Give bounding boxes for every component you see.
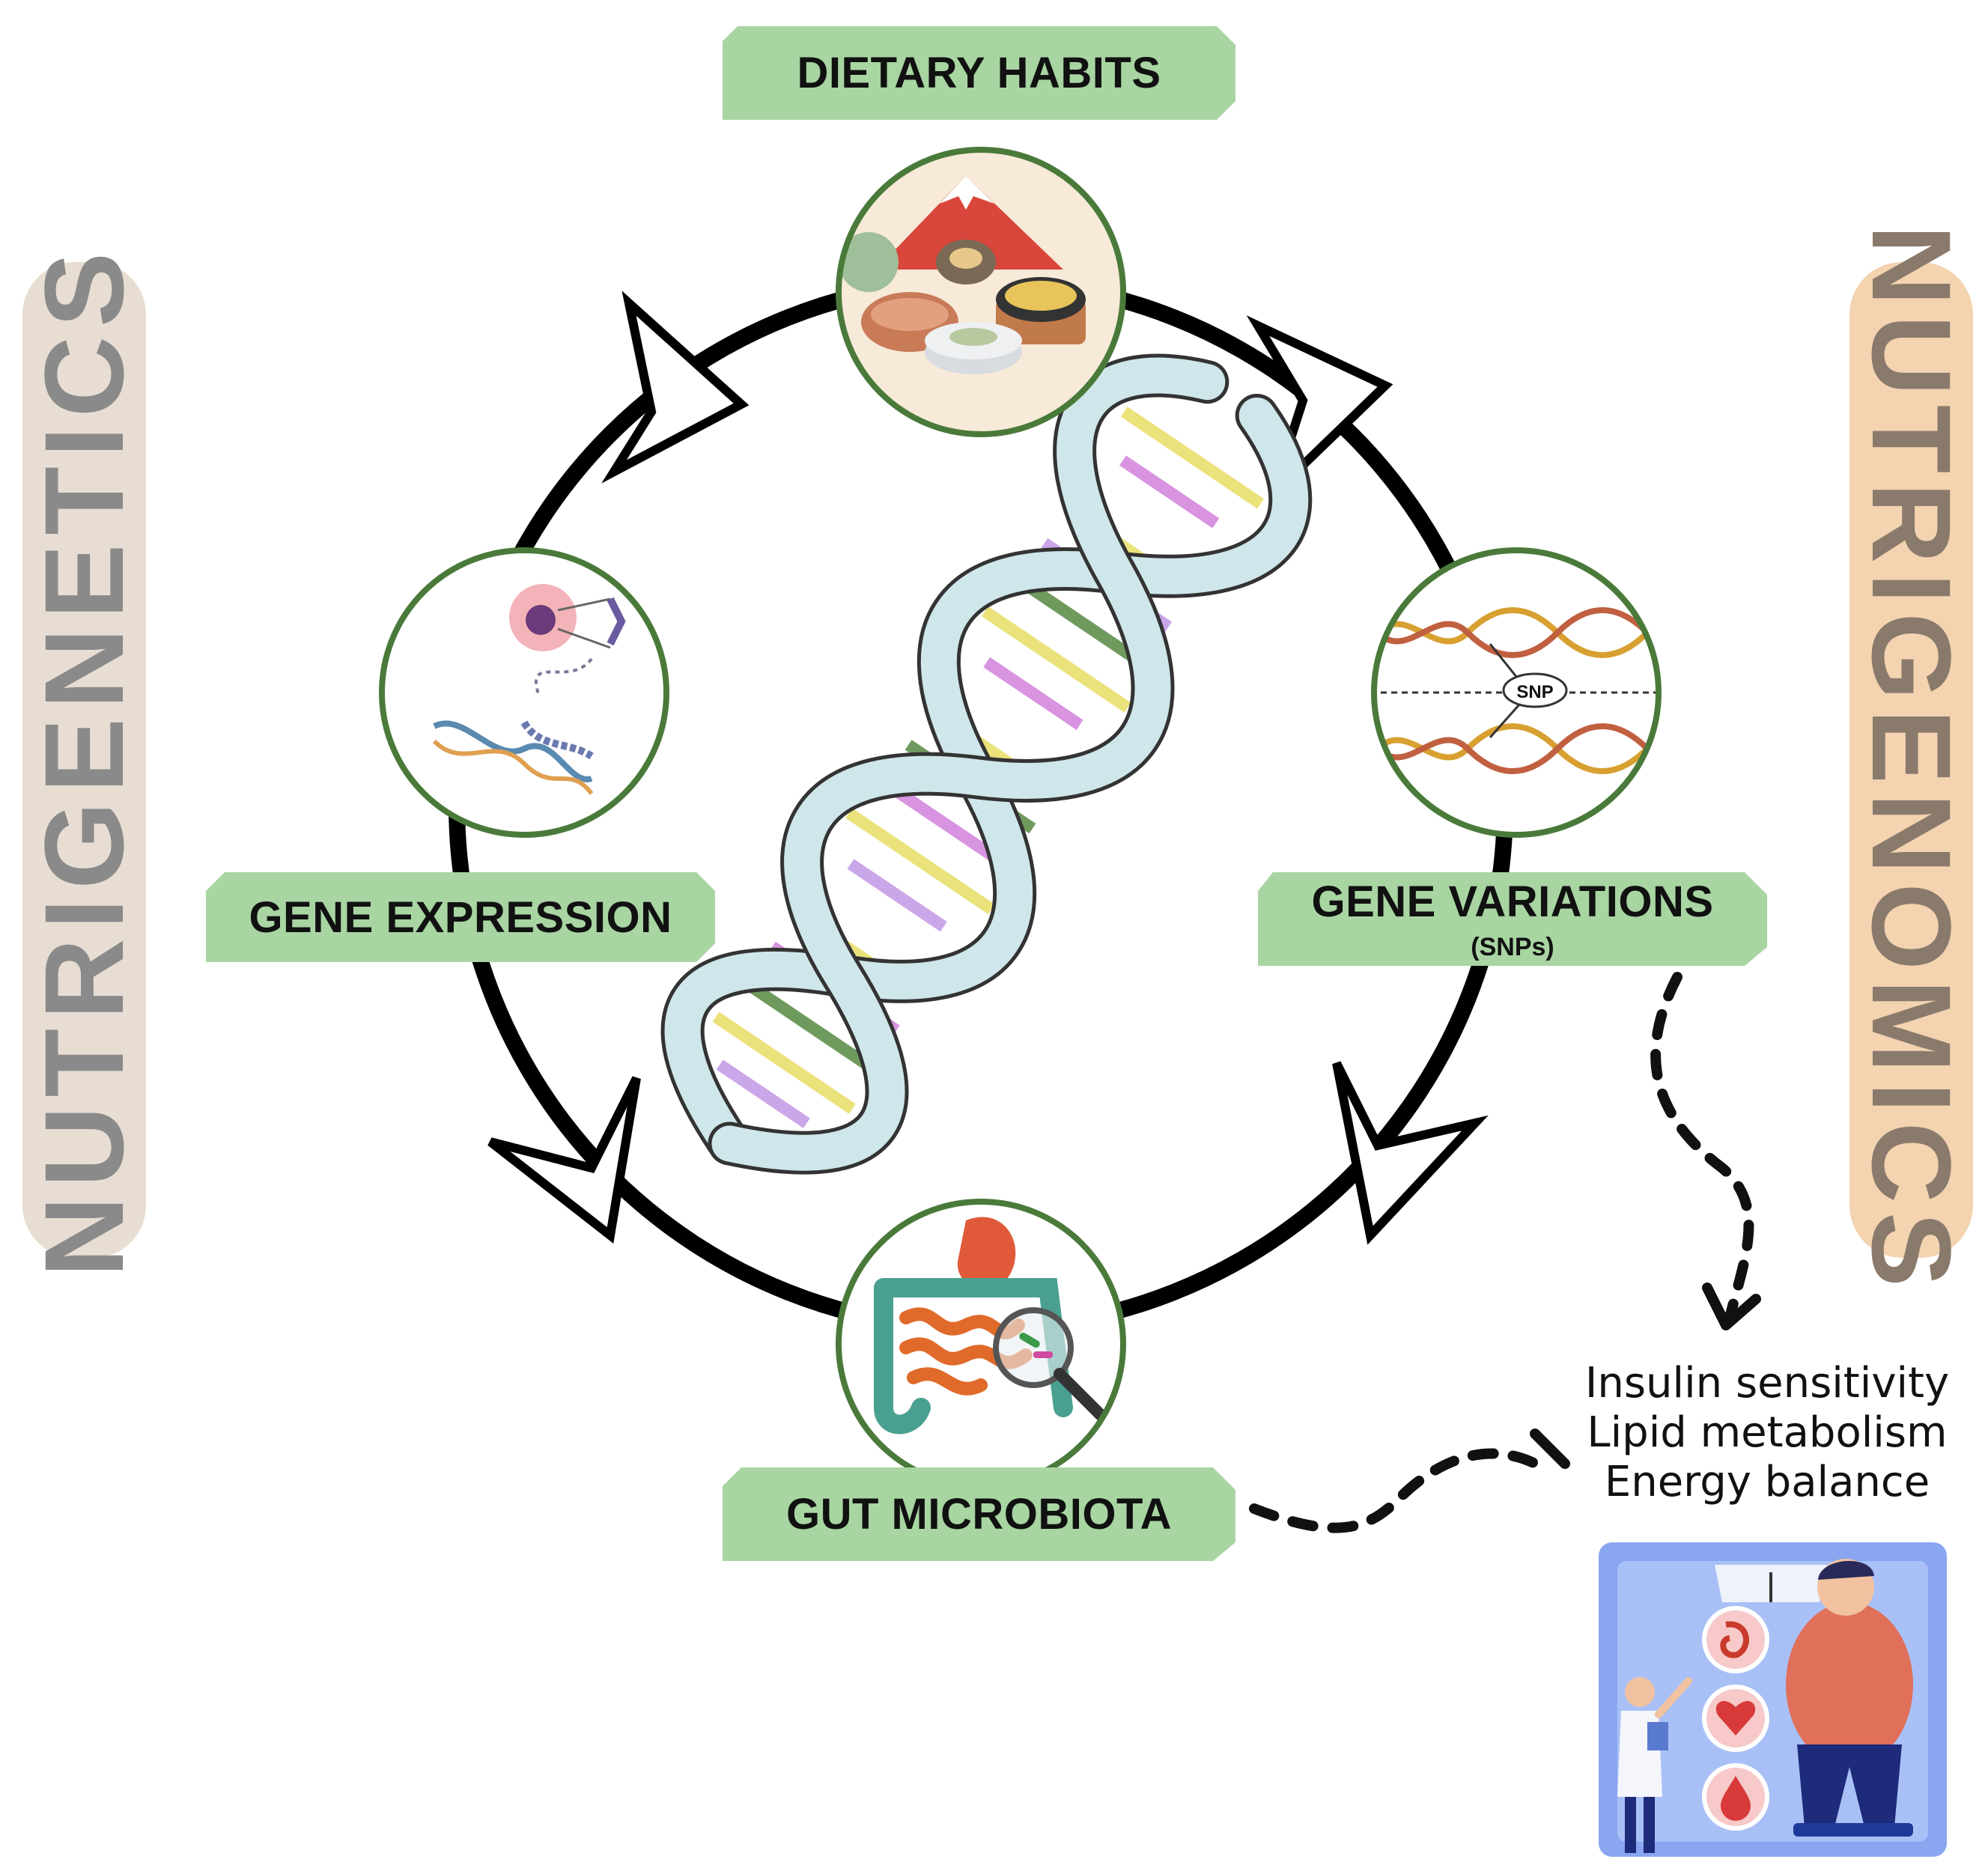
dashed-connector-tick (1530, 1429, 1570, 1469)
gut-microbiota-box (723, 1467, 1235, 1561)
snp-icon: SNP (1374, 607, 1659, 774)
dashed-connector-snp (1650, 972, 1754, 1323)
metabolic-outcomes-list: Insulin sensitivity Lipid metabolism Ene… (1557, 1359, 1977, 1507)
gene-variations-box (1258, 872, 1767, 966)
nutrigenomics-title: NUTRIGENOMICS (1849, 224, 1975, 1296)
gene-expression-box (206, 872, 715, 962)
nutrigenetics-title: NUTRIGENETICS (21, 243, 147, 1277)
snp-tag: SNP (1516, 682, 1553, 702)
arrow-bottom-right-icon (1332, 1061, 1489, 1245)
gut-microbiota-node (836, 1199, 1126, 1489)
dna-helix-icon (660, 353, 1313, 1175)
dietary-habits-box (723, 26, 1235, 120)
chromosome-icon (432, 584, 626, 795)
food-icon (839, 150, 1123, 434)
gene-expression-node (379, 547, 669, 838)
stomach-icon (1702, 1606, 1769, 1673)
outcome-lipid-metabolism: Lipid metabolism (1587, 1408, 1948, 1457)
arrow-top-left-icon (601, 290, 750, 484)
arrow-bottom-left-icon (487, 1076, 641, 1244)
health-scale-illustration (1599, 1542, 1947, 1857)
intestine-icon (874, 1217, 1107, 1435)
outcome-energy-balance: Energy balance (1604, 1458, 1930, 1506)
gene-variations-node: SNP (1371, 547, 1662, 838)
nutrigenomics-pill (1849, 262, 1973, 1258)
dashed-connector-gut (1249, 1448, 1548, 1533)
dietary-habits-node (836, 147, 1126, 437)
dashed-arrowhead-icon (1702, 1283, 1761, 1330)
nutrigenetics-pill (22, 262, 146, 1258)
outcome-insulin-sensitivity: Insulin sensitivity (1584, 1359, 1950, 1408)
